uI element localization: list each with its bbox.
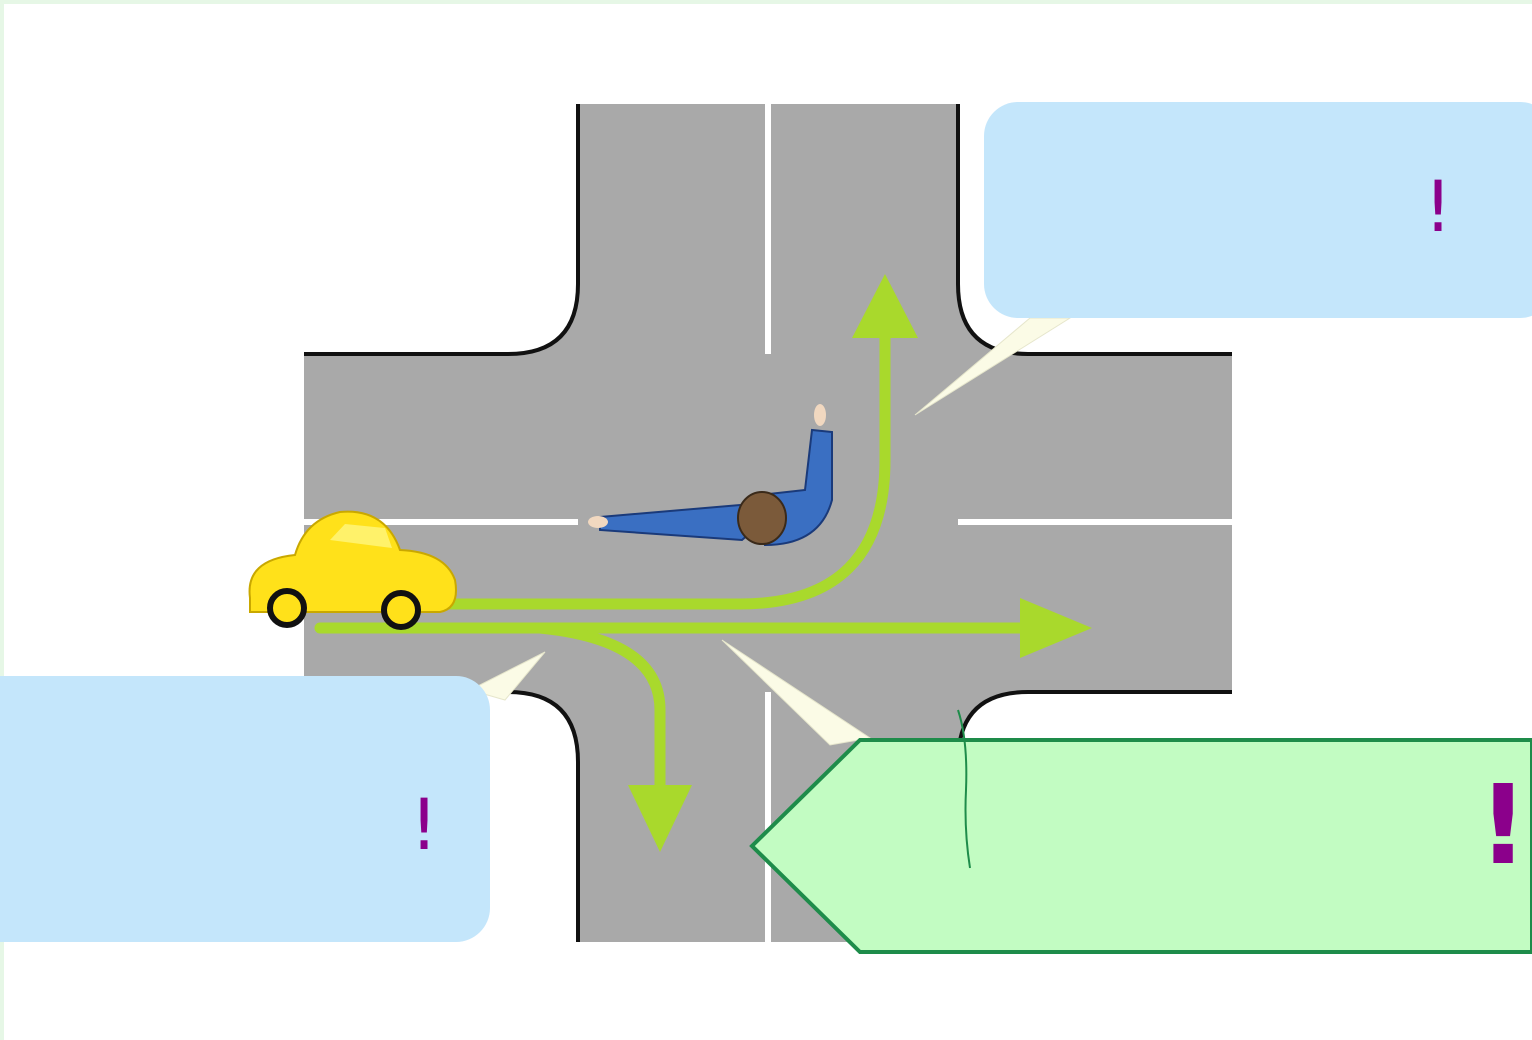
traffic-controller-figure [588, 404, 833, 547]
callout-pointer-bottom-left [468, 651, 546, 701]
car-icon [248, 510, 457, 630]
callout-bottom-left-exclamation: ! [410, 784, 439, 866]
arrow-right-turn-head [628, 785, 692, 852]
arrow-right-turn-path [534, 622, 666, 806]
arrow-straight-head [1020, 598, 1092, 658]
callout-pointer-bottom-right [721, 639, 872, 746]
callout-bubble-bottom-right [749, 738, 1532, 954]
callout-pointer-top-right [914, 317, 1072, 416]
arrow-left-turn-path [424, 324, 891, 610]
lane-markings [304, 104, 1232, 942]
callout-bottom-right-exclamation: ! [1478, 761, 1529, 889]
arrow-left-turn-head [852, 274, 918, 338]
arrow-heads [628, 274, 1092, 852]
callout-top-right-exclamation: ! [1424, 166, 1453, 248]
callout-bubble-bottom-left [0, 676, 490, 942]
callout-bubble-top-right [984, 102, 1532, 318]
handwritten-stroke [957, 709, 971, 869]
direction-arrows [314, 324, 1036, 806]
